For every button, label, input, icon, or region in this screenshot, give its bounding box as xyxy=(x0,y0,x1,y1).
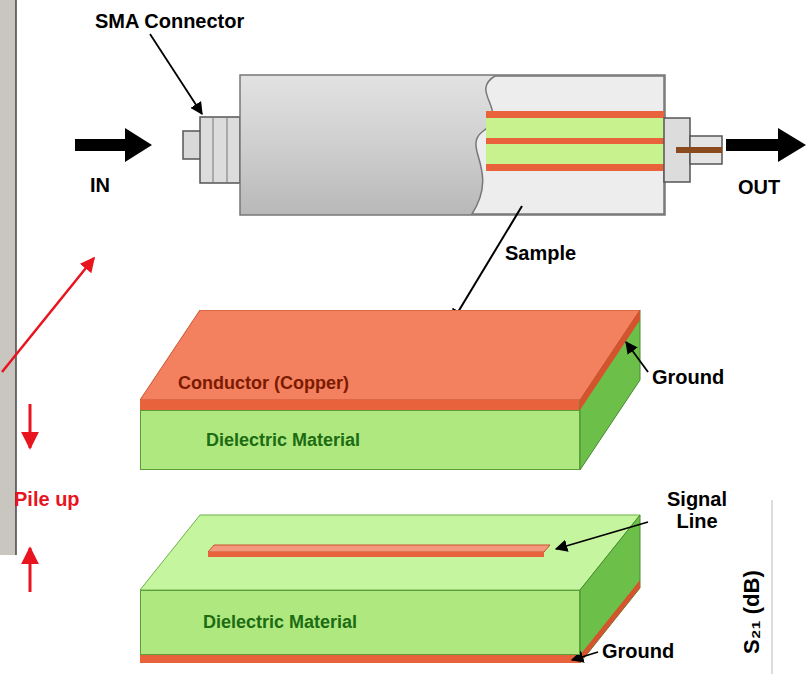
leader-line xyxy=(452,206,522,322)
output-arrow xyxy=(726,128,806,162)
part-label: Ground xyxy=(602,640,674,662)
part-label: SMA Connector xyxy=(95,10,244,32)
part-label: Ground xyxy=(652,366,724,388)
cutaway xyxy=(472,76,664,214)
axis-label: S₂₁ (dB) xyxy=(740,570,764,654)
copper-layer xyxy=(486,111,664,118)
part-label: Sample xyxy=(505,242,576,264)
input-arrow xyxy=(75,128,152,162)
pile-arrow xyxy=(29,548,32,592)
photo-fragment xyxy=(0,0,16,555)
chart-axis xyxy=(772,500,773,674)
leader-line xyxy=(556,522,648,549)
pile-arrow xyxy=(29,404,32,448)
connector-nut xyxy=(200,117,240,183)
leader-line xyxy=(150,34,202,114)
fixture-housing xyxy=(240,75,665,215)
signal-line xyxy=(208,545,550,552)
dielectric-layer xyxy=(486,118,664,138)
signal-line xyxy=(208,552,544,557)
port-label: IN xyxy=(90,174,110,196)
copper-layer xyxy=(486,164,664,171)
part-label: Signal Line xyxy=(652,488,742,532)
dielectric-face: Dielectric Material xyxy=(140,590,580,655)
dielectric-face: Dielectric Material xyxy=(140,410,580,470)
connector-pin xyxy=(183,131,201,159)
copper-face: Conductor (Copper) xyxy=(140,310,640,400)
center-conductor xyxy=(676,147,722,153)
copper-edge xyxy=(140,400,580,410)
copper-layer xyxy=(486,138,664,144)
pointer-arrow xyxy=(2,258,94,372)
port-label: OUT xyxy=(738,176,780,198)
layer-label: Dielectric Material xyxy=(206,430,360,451)
ground-plane xyxy=(140,655,580,663)
layer-label: Dielectric Material xyxy=(203,612,357,633)
layer-label: Conductor (Copper) xyxy=(178,373,349,394)
slab-top xyxy=(140,515,640,590)
photo-border xyxy=(15,0,17,555)
annotation: Pile up xyxy=(14,488,80,510)
dielectric-layer xyxy=(486,144,664,164)
leader-line xyxy=(626,342,648,372)
